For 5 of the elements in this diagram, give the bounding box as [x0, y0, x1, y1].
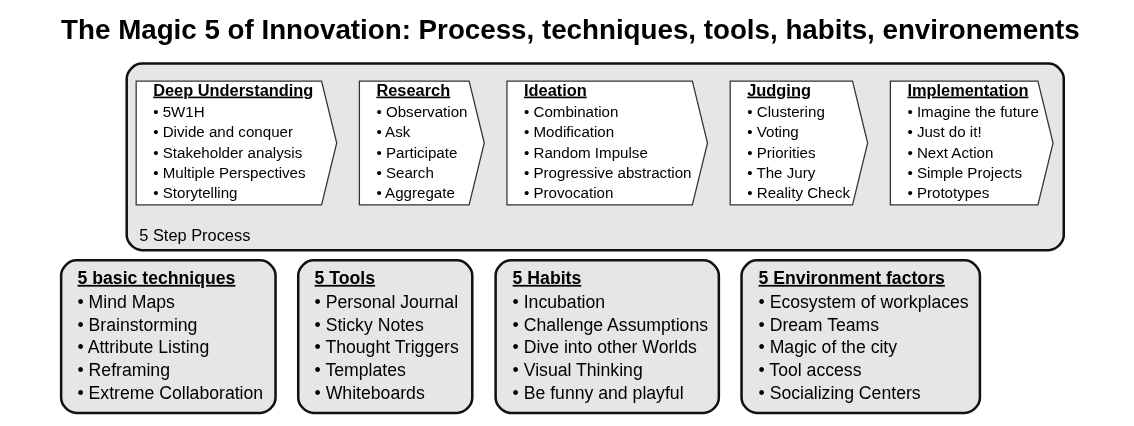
diagram-title: The Magic 5 of Innovation: Process, techniques, tools, habits, environements: [60, 14, 1080, 46]
node-box: 5 Habits • Incubation • Challenge Assumptions • Dive into other Worlds • Visual Thinking • Be funny and playful: [493, 259, 720, 415]
node-box: 5 basic techniques • Mind Maps • Brainstorming • Attribute Listing • Reframing • Extreme Collaboration: [59, 259, 277, 415]
node-box: 5 Tools • Personal Journal • Sticky Notes • Thought Triggers • Templates • Whiteboards: [296, 259, 474, 415]
node-box: 5 Environment factors • Ecosystem of workplaces • Dream Teams • Magic of the city • Tool access • Socializing Centers: [739, 259, 981, 415]
